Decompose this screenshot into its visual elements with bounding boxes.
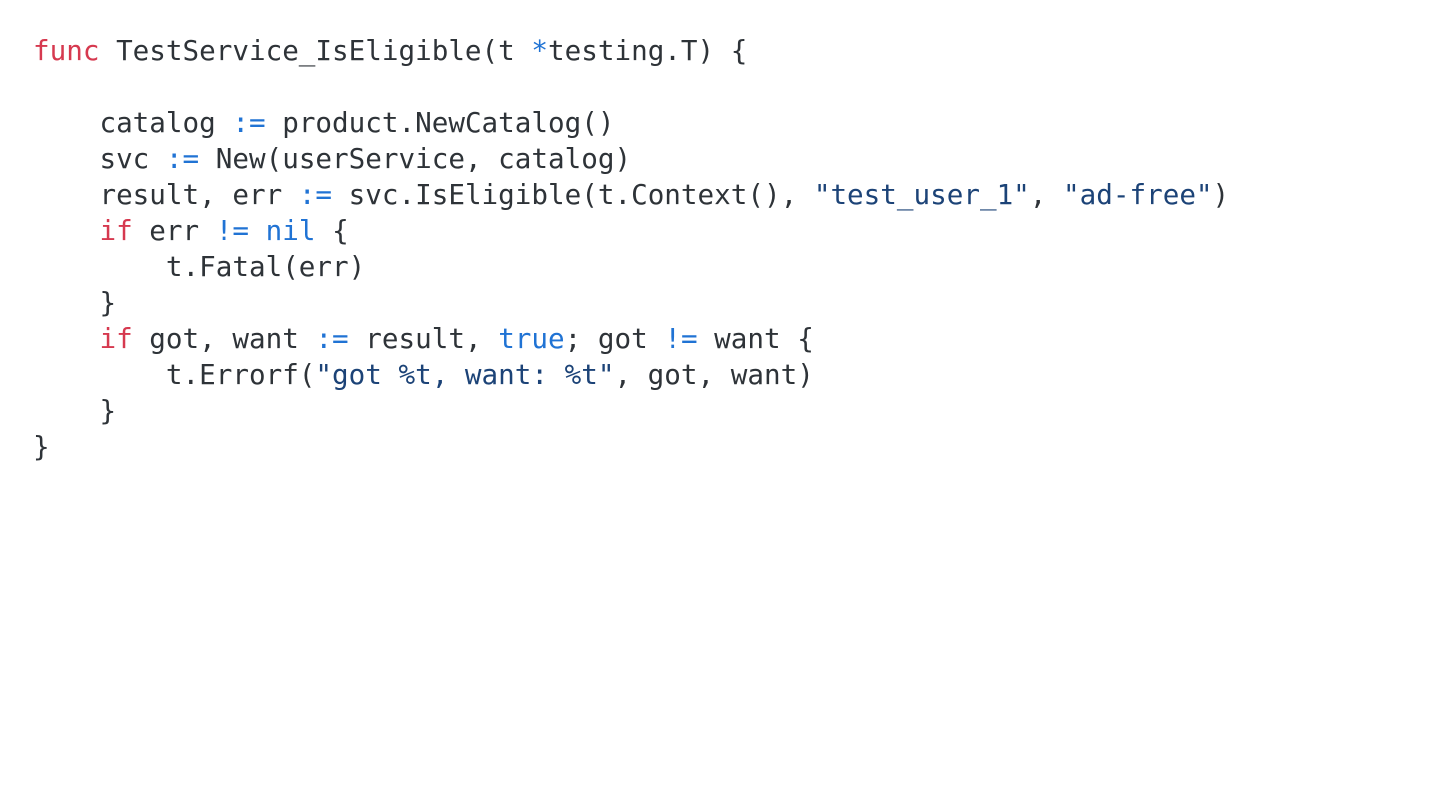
code-line: t.Fatal(err) xyxy=(33,249,1229,285)
code-line xyxy=(33,69,1229,105)
code-token-keyword: if xyxy=(99,214,133,247)
code-token-keyword: if xyxy=(99,322,133,355)
code-token-default: t.Errorf( xyxy=(33,358,316,391)
code-line: if got, want := result, true; got != wan… xyxy=(33,321,1229,357)
code-token-operator: := xyxy=(315,322,349,355)
code-token-keyword: func xyxy=(33,34,100,67)
code-token-operator: * xyxy=(531,34,549,67)
code-token-default: , xyxy=(1029,178,1064,211)
code-token-operator: := xyxy=(298,178,333,211)
code-token-default: ; got xyxy=(564,322,665,355)
code-line: catalog := product.NewCatalog() xyxy=(33,105,1229,141)
code-token-default: TestService_IsEligible(t xyxy=(99,34,532,67)
code-token-default: t.Fatal(err) xyxy=(33,250,366,283)
code-token-default: } xyxy=(33,430,50,463)
code-token-operator: != xyxy=(215,214,249,247)
code-token-default: testing.T) { xyxy=(548,34,748,67)
code-token-operator: := xyxy=(165,142,200,175)
code-token-default: { xyxy=(315,214,349,247)
code-token-default xyxy=(33,214,99,247)
code-token-default: } xyxy=(33,286,117,319)
code-line: } xyxy=(33,429,1229,465)
code-token-operator: := xyxy=(232,106,266,139)
code-token-operator: != xyxy=(664,322,698,355)
code-token-default: ) xyxy=(1212,178,1230,211)
code-line: result, err := svc.IsEligible(t.Context(… xyxy=(33,177,1229,213)
code-token-default: } xyxy=(33,394,117,427)
code-token-default: catalog xyxy=(33,106,233,139)
code-line: func TestService_IsEligible(t *testing.T… xyxy=(33,33,1229,69)
code-token-string: "got %t, want: %t" xyxy=(315,358,615,391)
code-token-default: want { xyxy=(697,322,814,355)
code-line: } xyxy=(33,285,1229,321)
code-line: svc := New(userService, catalog) xyxy=(33,141,1229,177)
code-token-default: got, want xyxy=(132,322,316,355)
code-token-default: , got, want) xyxy=(614,358,814,391)
code-token-default: result, err xyxy=(33,178,299,211)
code-token-operator: nil xyxy=(265,214,316,247)
code-token-default: svc.IsEligible(t.Context(), xyxy=(332,178,814,211)
code-token-default: product.NewCatalog() xyxy=(265,106,615,139)
code-token-default: svc xyxy=(33,142,166,175)
code-line: t.Errorf("got %t, want: %t", got, want) xyxy=(33,357,1229,393)
code-line: } xyxy=(33,393,1229,429)
code-token-operator: true xyxy=(498,322,565,355)
code-token-default: New(userService, catalog) xyxy=(199,142,632,175)
code-token-string: "ad-free" xyxy=(1063,178,1213,211)
code-token-default xyxy=(249,214,266,247)
code-token-string: "test_user_1" xyxy=(813,178,1030,211)
code-line: if err != nil { xyxy=(33,213,1229,249)
code-token-default xyxy=(33,322,99,355)
code-token-default: result, xyxy=(348,322,499,355)
code-token-default: err xyxy=(132,214,216,247)
code-block: func TestService_IsEligible(t *testing.T… xyxy=(33,33,1229,465)
